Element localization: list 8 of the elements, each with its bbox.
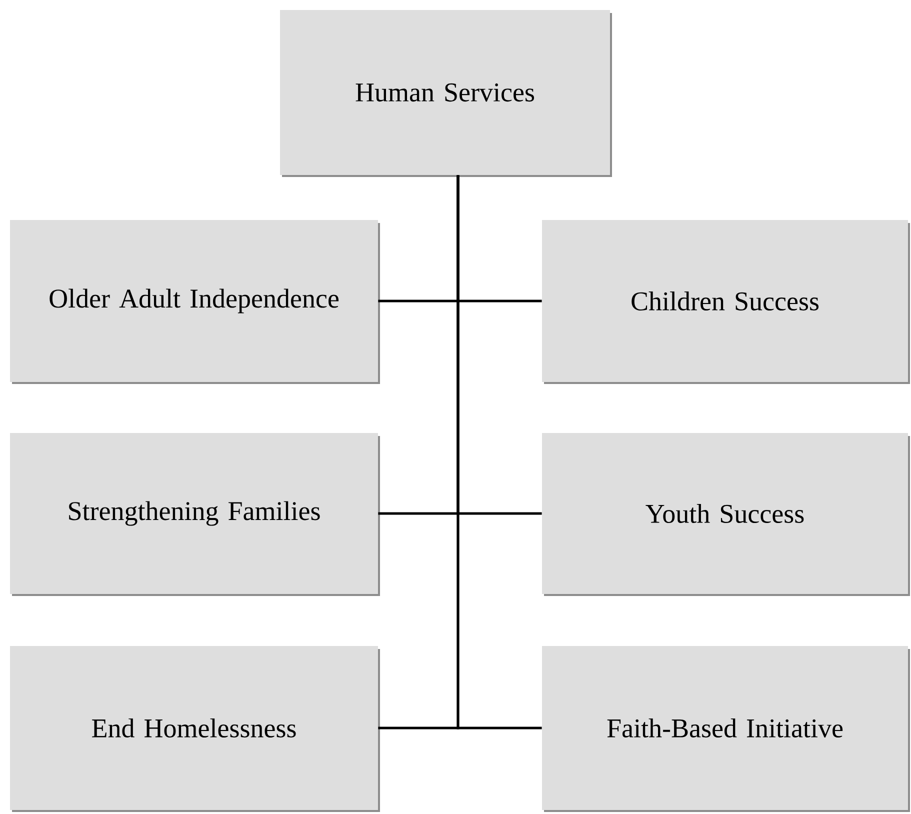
connector-line — [456, 175, 542, 730]
label-box: Children Success — [542, 220, 910, 384]
label-box: Faith-Based Initiative — [542, 646, 910, 812]
label-box: Strengthening Families — [10, 433, 380, 596]
label-box: Human Services — [280, 10, 612, 177]
label-box: End Homelessness — [10, 646, 380, 812]
label-box: Older Adult Independence — [10, 220, 380, 384]
label-box: Youth Success — [542, 433, 910, 596]
